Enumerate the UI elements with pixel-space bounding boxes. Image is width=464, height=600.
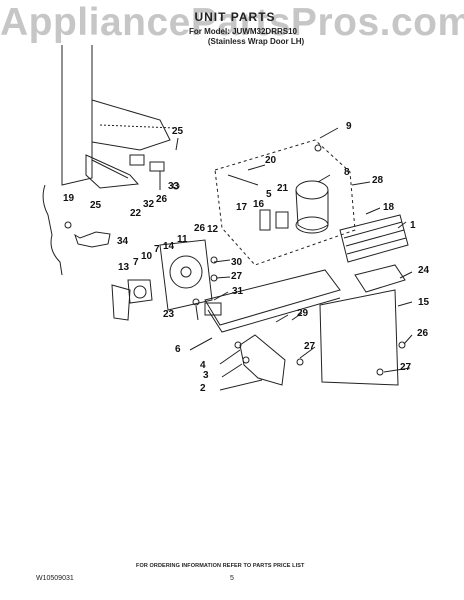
callout-3: 3	[203, 370, 209, 381]
callout-21: 21	[277, 183, 289, 194]
callout-18: 18	[383, 202, 395, 213]
callout-5: 5	[266, 189, 272, 200]
callout-20: 20	[265, 155, 277, 166]
callout-11: 11	[177, 234, 188, 245]
callout-4: 4	[200, 360, 206, 371]
callout-28: 28	[372, 175, 384, 186]
document-code: W10509031	[36, 575, 74, 582]
callout-6: 6	[175, 344, 181, 355]
callout-27-top: 27	[231, 271, 243, 282]
callout-15: 15	[418, 297, 430, 308]
model-line: For Model: JUWM32DRRS10	[188, 27, 297, 36]
callout-30: 30	[231, 257, 243, 268]
callout-29: 29	[297, 308, 309, 319]
callout-34: 34	[117, 236, 129, 247]
callout-7-upper: 7	[154, 244, 160, 255]
callout-10: 10	[141, 251, 153, 262]
callout-9: 9	[346, 121, 352, 132]
diagram-title: UNIT PARTS	[194, 10, 276, 24]
callout-1: 1	[410, 220, 416, 231]
callout-32: 32	[143, 199, 155, 210]
callout-26-right: 26	[417, 328, 429, 339]
ordering-note: FOR ORDERING INFORMATION REFER TO PARTS …	[136, 563, 305, 569]
callout-8: 8	[344, 167, 350, 178]
callout-17: 17	[236, 202, 248, 213]
callout-26-mid: 26	[156, 194, 168, 205]
callout-33: 33	[168, 181, 180, 192]
variant-line: (Stainless Wrap Door LH)	[207, 37, 305, 46]
callout-13: 13	[118, 262, 130, 273]
page-number: 5	[230, 575, 234, 582]
callout-25-left: 25	[90, 200, 102, 211]
callout-7-lower: 7	[133, 257, 139, 268]
watermark: AppliancePartsPros.com	[0, 1, 464, 44]
callout-22: 22	[130, 208, 142, 219]
callout-25-top: 25	[172, 126, 184, 137]
callout-16: 16	[253, 199, 265, 210]
callout-14: 14	[163, 241, 175, 252]
callout-27-mid: 27	[304, 341, 316, 352]
callout-31: 31	[232, 286, 244, 297]
callout-2: 2	[200, 383, 206, 394]
callout-27-right: 27	[400, 362, 412, 373]
callout-19: 19	[63, 193, 75, 204]
callout-26-fan: 26	[194, 223, 206, 234]
callout-12: 12	[207, 224, 219, 235]
callout-24: 24	[418, 265, 430, 276]
callout-23: 23	[163, 309, 175, 320]
